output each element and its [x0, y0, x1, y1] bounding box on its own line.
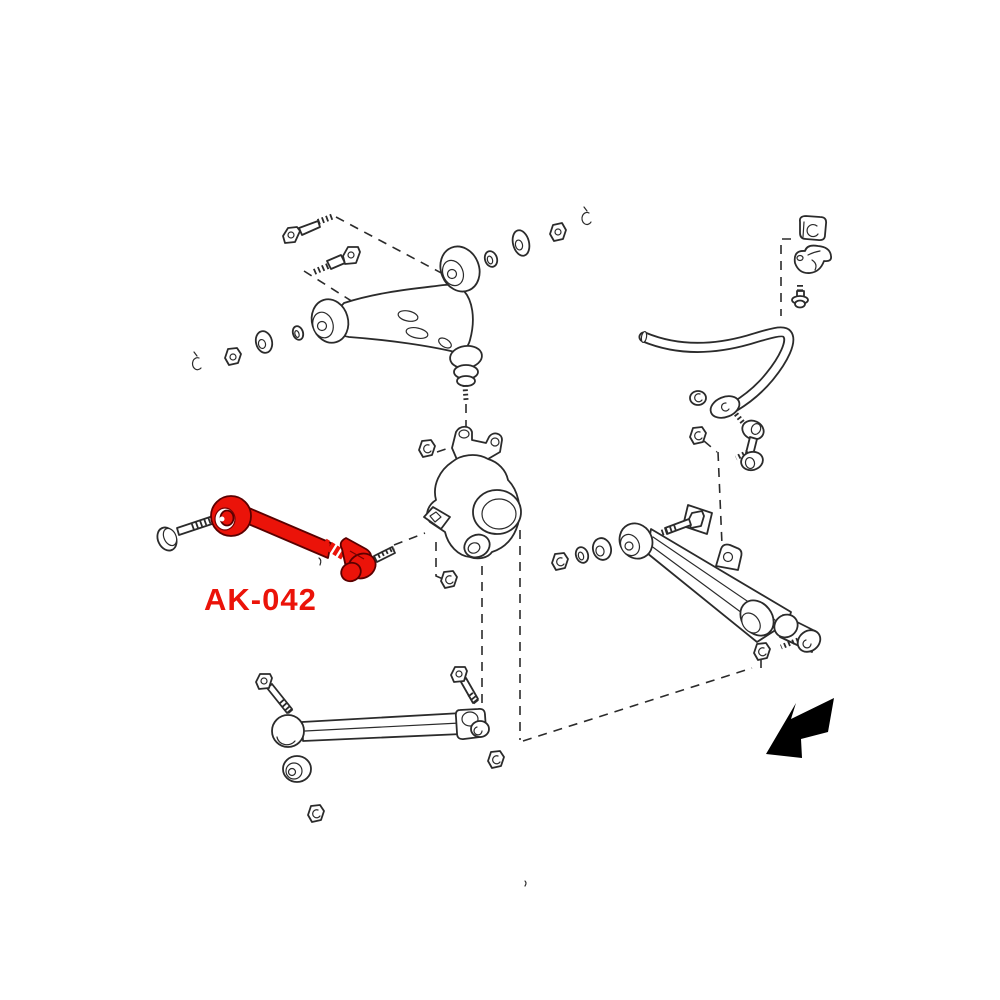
- strut-rod-bolt-left: [255, 673, 294, 715]
- stabilizer-bracket-bolt: [791, 285, 809, 309]
- strut-rod-bushing: [282, 755, 312, 783]
- strut-rod-nut-left: [307, 804, 325, 823]
- stabilizer-link-bushing: [689, 390, 707, 406]
- left-hardware-row: [191, 325, 305, 371]
- knuckle-nut-lower: [440, 570, 458, 589]
- lower-arm-bolt: [660, 504, 713, 536]
- strut-rod-bolt-right: [450, 666, 480, 705]
- lower-arm-nut: [753, 642, 771, 661]
- upper-control-arm: [310, 245, 481, 353]
- strut-rod: [271, 707, 490, 748]
- upper-hardware-row: [483, 206, 592, 268]
- upper-arm-bolt-1: [282, 213, 336, 244]
- stabilizer-bracket: [793, 244, 833, 274]
- strut-rod-nut-right: [487, 750, 505, 769]
- upper-arm-bolt-2: [312, 246, 361, 275]
- stabilizer-end-link: [734, 412, 765, 472]
- stabilizer-link-nut: [689, 426, 707, 445]
- stabilizer-bar: [638, 326, 795, 419]
- rear-knuckle-hub-carrier: [423, 425, 522, 560]
- lower-arm-hardware-row: [551, 537, 613, 571]
- highlight-part-label: AK-042: [204, 582, 317, 617]
- rear-lower-control-arm: [618, 522, 822, 653]
- stabilizer-bushing-block: [798, 215, 828, 242]
- knuckle-nut-upper: [418, 439, 436, 458]
- direction-arrow: [766, 698, 834, 758]
- print-marks: [318, 557, 527, 887]
- lateral-link-mounting-bolt: [156, 515, 216, 552]
- highlighted-lateral-link: [210, 495, 377, 583]
- lateral-link-stud: [373, 545, 396, 563]
- upper-arm-ball-joint: [449, 344, 483, 401]
